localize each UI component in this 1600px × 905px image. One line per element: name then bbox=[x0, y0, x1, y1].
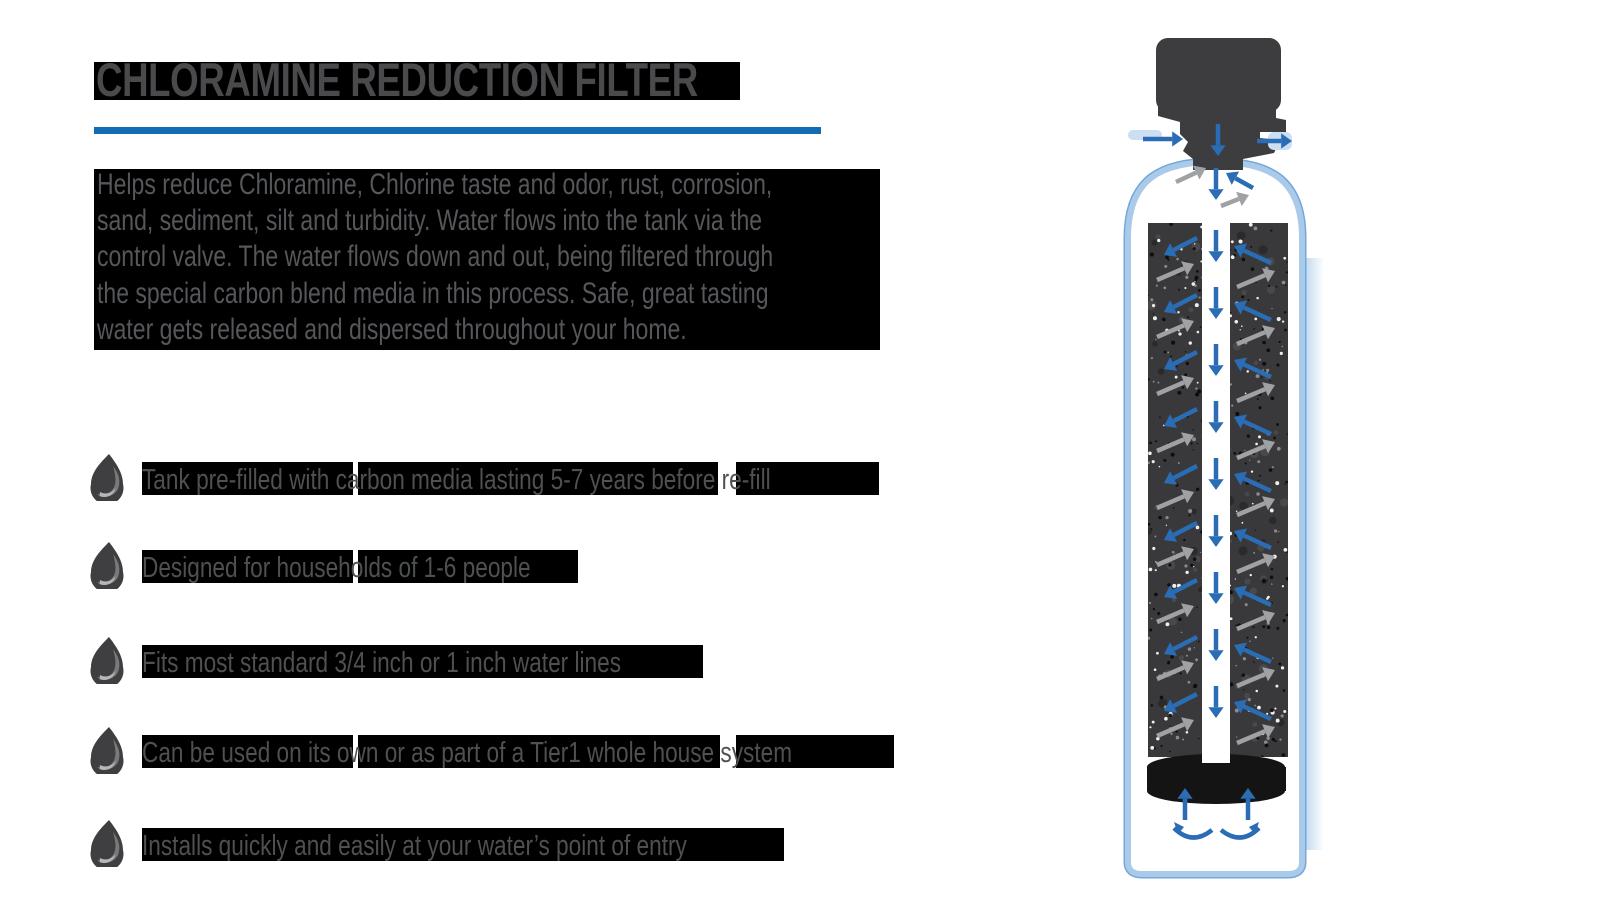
feature-text: Can be used on its own or as part of a T… bbox=[142, 737, 793, 769]
feature-highlight bbox=[142, 828, 784, 861]
bottom-flow-arrows bbox=[1172, 788, 1261, 840]
feature-highlight bbox=[358, 735, 720, 768]
feature-text: Tank pre-filled with carbon media lastin… bbox=[142, 464, 771, 496]
tank-shadow bbox=[1306, 258, 1324, 850]
feature-row: Designed for households of 1-6 people bbox=[0, 542, 960, 602]
description-highlight: Helps reduce Chloramine, Chlorine taste … bbox=[94, 168, 880, 350]
feature-highlight bbox=[142, 645, 703, 678]
water-drop-icon bbox=[90, 454, 124, 501]
feature-text: Installs quickly and easily at your wate… bbox=[142, 830, 687, 862]
water-drop-icon bbox=[90, 637, 124, 684]
accent-divider bbox=[94, 127, 821, 134]
feature-highlight bbox=[736, 462, 879, 495]
valve-flow-arrows bbox=[1128, 124, 1292, 156]
feature-highlight bbox=[142, 735, 353, 768]
water-drop-icon bbox=[90, 820, 124, 867]
page-title-highlight: CHLORAMINE REDUCTION FILTER bbox=[94, 56, 740, 104]
feature-highlight bbox=[358, 550, 578, 583]
feature-text: Designed for households of 1-6 people bbox=[142, 552, 531, 584]
feature-text: Fits most standard 3/4 inch or 1 inch wa… bbox=[142, 647, 622, 679]
feature-highlight bbox=[358, 462, 718, 495]
feature-row: Can be used on its own or as part of a T… bbox=[0, 727, 960, 787]
feature-highlight bbox=[142, 462, 353, 495]
water-drop-icon bbox=[90, 727, 124, 774]
description-text: Helps reduce Chloramine, Chlorine taste … bbox=[97, 168, 774, 346]
control-valve bbox=[1156, 38, 1286, 170]
page-title: CHLORAMINE REDUCTION FILTER bbox=[96, 53, 698, 106]
filter-tank-cutaway-illustration bbox=[1123, 38, 1324, 879]
feature-highlight bbox=[142, 550, 353, 583]
feature-highlight bbox=[736, 735, 894, 768]
flow-arrows bbox=[1156, 165, 1275, 746]
feature-row: Tank pre-filled with carbon media lastin… bbox=[0, 454, 960, 514]
feature-row: Installs quickly and easily at your wate… bbox=[0, 820, 960, 880]
water-drop-icon bbox=[90, 542, 124, 589]
feature-row: Fits most standard 3/4 inch or 1 inch wa… bbox=[0, 637, 960, 697]
